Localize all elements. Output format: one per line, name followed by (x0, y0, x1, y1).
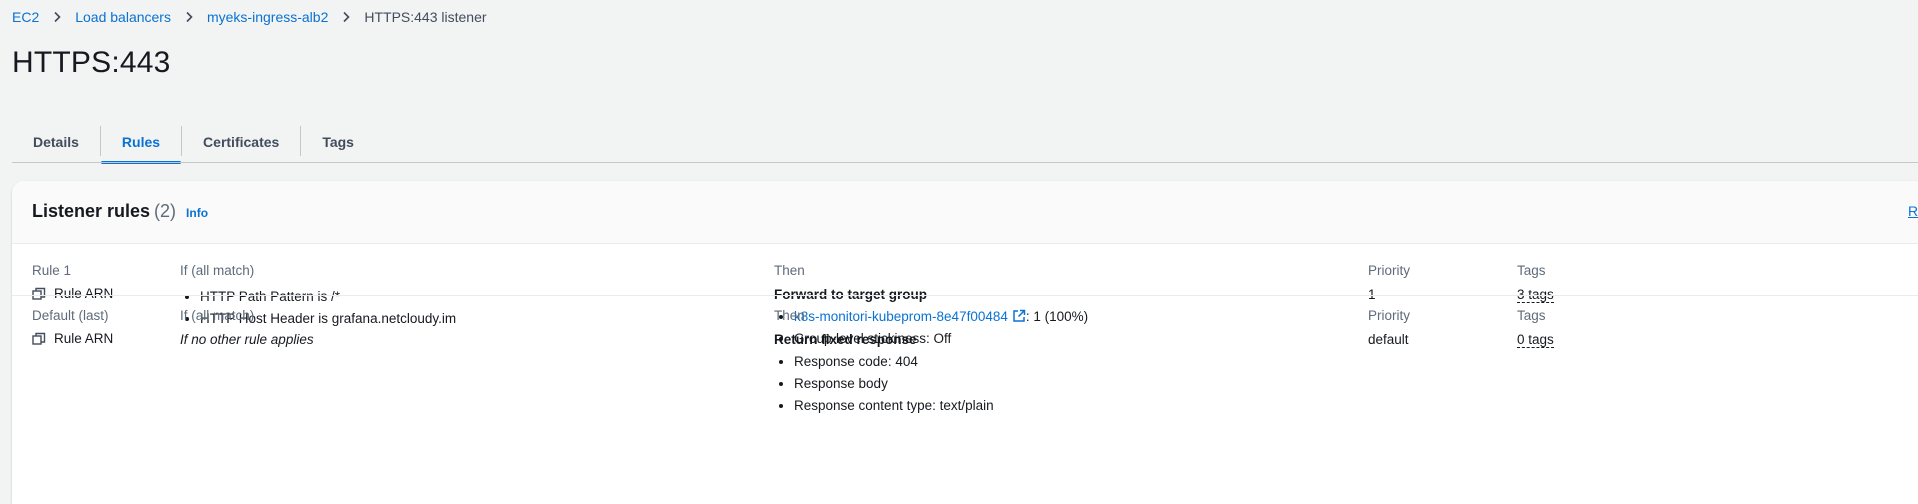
target-weight: : 1 (100%) (1025, 309, 1089, 324)
condition-item: HTTP Host Header is grafana.netcloudy.im (200, 308, 456, 330)
rule-actions-cell: Then Forward to target group k8s-monitor… (774, 262, 1088, 350)
external-link-icon[interactable] (1012, 309, 1026, 323)
rule-tags-cell: Tags 0 tags (1517, 307, 1554, 349)
then-label: Then (774, 308, 805, 323)
action-type: Forward to target group (774, 287, 927, 302)
condition-item: HTTP Path Pattern is /* (200, 286, 456, 308)
tab-list: Details Rules Certificates Tags (12, 120, 1918, 164)
copy-icon[interactable] (32, 287, 46, 301)
tab-details[interactable]: Details (33, 133, 79, 150)
tags-label: Tags (1517, 263, 1546, 278)
tab-divider (99, 126, 101, 156)
rule-name: Rule 1 (32, 263, 72, 278)
action-item: Response code: 404 (794, 351, 994, 373)
then-label: Then (774, 263, 805, 278)
header-action-link[interactable]: R (1908, 203, 1918, 219)
chevron-right-icon (340, 11, 352, 23)
rule-arn-label: Rule ARN (54, 331, 114, 346)
rule-row: Default (last) Rule ARN If (all match) I… (32, 307, 1918, 417)
tab-certificates[interactable]: Certificates (203, 133, 280, 150)
tags-popover-link[interactable]: 3 tags (1517, 287, 1554, 303)
tabs-underline (12, 162, 1918, 163)
rule-conditions-cell: If (all match) If no other rule applies (180, 307, 314, 349)
rule-priority-cell: Priority default (1368, 307, 1410, 349)
condition-text: If no other rule applies (180, 332, 314, 347)
tab-rules[interactable]: Rules (100, 120, 182, 164)
action-item: Group-level stickiness: Off (794, 328, 1088, 350)
rule-actions-cell: Then Return fixed response Response code… (774, 307, 994, 417)
rule-name-cell: Rule 1 Rule ARN (32, 262, 113, 301)
panel-title: Listener rules(2) Info (32, 201, 208, 222)
priority-label: Priority (1368, 263, 1411, 278)
rule-tags-cell: Tags 3 tags (1517, 262, 1554, 304)
condition-list: HTTP Path Pattern is /* HTTP Host Header… (180, 286, 456, 330)
panel-header: Listener rules(2) Info R (12, 181, 1918, 244)
breadcrumb-load-balancers[interactable]: Load balancers (75, 9, 171, 25)
rule-arn: Rule ARN (32, 286, 113, 301)
priority-value: default (1368, 332, 1409, 347)
action-list: k8s-monitori-kubeprom-8e47f00484 : 1 (100… (774, 306, 1088, 350)
breadcrumb-ec2[interactable]: EC2 (12, 9, 40, 25)
action-item: k8s-monitori-kubeprom-8e47f00484 : 1 (100… (794, 306, 1088, 328)
breadcrumb-current: HTTPS:443 listener (364, 9, 487, 25)
tab-tags[interactable]: Tags (322, 133, 354, 150)
rule-row: Rule 1 Rule ARN If (all match) HTTP Path… (32, 262, 1918, 352)
action-item: Response body (794, 373, 994, 395)
if-label: If (all match) (180, 263, 255, 278)
breadcrumb-load-balancer[interactable]: myeks-ingress-alb2 (206, 9, 329, 25)
rule-arn: Rule ARN (32, 331, 113, 346)
action-list: Response code: 404 Response body Respons… (774, 351, 994, 417)
tags-label: Tags (1517, 308, 1546, 323)
copy-icon[interactable] (32, 332, 46, 346)
if-label: If (all match) (180, 308, 255, 323)
priority-label: Priority (1368, 308, 1411, 323)
action-item: Response content type: text/plain (794, 395, 994, 417)
page-title: HTTPS:443 (12, 46, 171, 79)
row-divider (12, 295, 1918, 296)
info-link[interactable]: Info (186, 206, 209, 220)
listener-rules-panel: Listener rules(2) Info R Rule 1 Rule ARN … (12, 181, 1918, 504)
rule-arn-label: Rule ARN (54, 286, 114, 301)
rule-priority-cell: Priority 1 (1368, 262, 1410, 304)
tab-divider (181, 126, 183, 156)
rule-name: Default (last) (32, 308, 109, 323)
rule-name-cell: Default (last) Rule ARN (32, 307, 113, 346)
target-group-link[interactable]: k8s-monitori-kubeprom-8e47f00484 (794, 309, 1008, 324)
chevron-right-icon (51, 11, 63, 23)
tags-popover-link[interactable]: 0 tags (1517, 332, 1554, 348)
breadcrumb: EC2 Load balancers myeks-ingress-alb2 HT… (12, 8, 487, 26)
chevron-right-icon (183, 11, 195, 23)
tab-divider (300, 126, 302, 156)
action-type: Return fixed response (774, 332, 917, 347)
rule-conditions-cell: If (all match) HTTP Path Pattern is /* H… (180, 262, 456, 330)
rule-count: (2) (154, 201, 177, 221)
panel-title-text: Listener rules (32, 201, 151, 221)
priority-value: 1 (1368, 286, 1410, 304)
